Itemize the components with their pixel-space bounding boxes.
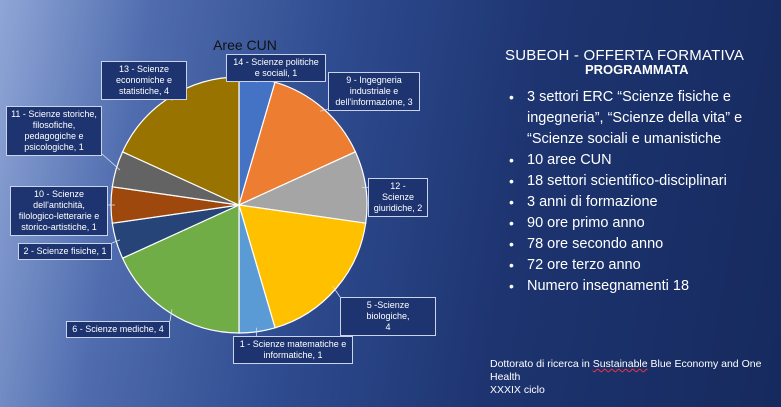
callout-line: 2 - Scienze fisiche, 1	[23, 246, 107, 256]
callout-line: psicologiche, 1	[24, 142, 84, 152]
callout-line: 10 - Scienze	[33, 189, 85, 199]
callout-line: statistiche, 4	[118, 86, 170, 96]
footer-text-c: Blue Economy and One Health	[490, 358, 762, 383]
callout-line: 1 - Scienze matematiche e	[239, 339, 347, 349]
pie-slice	[238, 81, 357, 207]
callout-line: pedagogiche e	[24, 131, 84, 141]
callout-leader-line	[111, 239, 121, 244]
callout-line: filologico-letterarie e	[18, 211, 100, 221]
bullet-text: Numero insegnamenti 18	[527, 278, 690, 294]
callout-line: economiche e	[115, 75, 173, 85]
bullet-text: 72 ore terzo anno	[527, 257, 641, 273]
callout-line: 6 - Scienze mediche, 4	[72, 324, 164, 334]
heading-line1: SUBEOH - OFFERTA FORMATIVA	[505, 47, 745, 64]
callout-leader-line	[169, 309, 173, 322]
pie-callout-label: 11 - Scienze storiche,filosofiche,pedago…	[6, 106, 102, 156]
bullet-dot-icon: •	[509, 194, 514, 210]
bullet-text: 10 aree CUN	[527, 152, 612, 168]
bullet-text: 3 settori ERC “Scienze fisiche e ingegne…	[527, 89, 743, 147]
footer-text-b: Sustainable	[592, 358, 648, 370]
bullet-dot-icon: •	[509, 89, 514, 105]
bullet-item: • 90 ore primo anno	[505, 213, 775, 234]
footer-line1: Dottorato di ricerca in Sustainable Blue…	[490, 358, 775, 384]
bullet-item: • 18 settori scientifico-disciplinari	[505, 171, 775, 192]
footer-note: Dottorato di ricerca in Sustainable Blue…	[490, 358, 775, 397]
bullet-dot-icon: •	[509, 278, 514, 294]
footer-text-a: Dottorato di ricerca in	[490, 358, 593, 370]
bullet-item: • 78 ore secondo anno	[505, 234, 775, 255]
callout-line: 11 - Scienze storiche,	[11, 109, 97, 119]
callout-line: 5 -Scienze biologiche,	[366, 300, 410, 321]
callout-line: informatiche, 1	[263, 350, 323, 360]
bullet-item: • 72 ore terzo anno	[505, 255, 775, 276]
info-panel: SUBEOH - OFFERTA FORMATIVA PROGRAMMATA •…	[505, 47, 775, 297]
bullet-text: 3 anni di formazione	[527, 194, 658, 210]
callout-line: e sociali, 1	[254, 68, 298, 78]
bullet-dot-icon: •	[509, 152, 514, 168]
callout-line: 13 - Scienze	[118, 64, 170, 74]
pie-title: Aree CUN	[213, 37, 277, 53]
heading-line2: PROGRAMMATA	[585, 62, 689, 77]
callout-line: dell'informazione, 3	[335, 97, 413, 107]
bullet-item: • 10 aree CUN	[505, 150, 775, 171]
pie-slice	[121, 204, 240, 334]
callout-line: 9 - Ingegneria	[346, 75, 402, 85]
callout-leader-line	[320, 108, 329, 112]
bullet-dot-icon: •	[509, 173, 514, 189]
bullet-text: 90 ore primo anno	[527, 215, 645, 231]
bullet-item: • 3 anni di formazione	[505, 192, 775, 213]
callout-line: 4	[385, 322, 391, 332]
bullet-text: 78 ore secondo anno	[527, 236, 664, 252]
pie-callout-label: 6 - Scienze mediche, 4	[66, 321, 170, 338]
bullet-list: • 3 settori ERC “Scienze fisiche e ingegn…	[505, 87, 775, 297]
bullet-dot-icon: •	[509, 236, 514, 252]
callout-line: giuridiche, 2	[373, 203, 423, 213]
pie-callout-label: 2 - Scienze fisiche, 1	[18, 243, 112, 260]
bullet-dot-icon: •	[509, 257, 514, 273]
bullet-item: • 3 settori ERC “Scienze fisiche e ingegn…	[505, 87, 775, 150]
footer-line2: XXXIX ciclo	[490, 384, 545, 396]
callout-leader-line	[332, 285, 341, 298]
pie-slice	[238, 204, 367, 329]
callout-line: industriale e	[349, 86, 399, 96]
bullet-dot-icon: •	[509, 215, 514, 231]
callout-line: storico-artistiche, 1	[21, 222, 97, 232]
pie-callout-label: 5 -Scienze biologiche,4	[340, 297, 436, 336]
callout-line: filosofiche,	[32, 120, 76, 130]
callout-line: 14 - Scienze politiche	[233, 57, 319, 67]
bullet-text: 18 settori scientifico-disciplinari	[527, 173, 727, 189]
callout-leader-line	[101, 153, 121, 171]
callout-line: dell'antichità,	[33, 200, 85, 210]
bullet-item: • Numero insegnamenti 18	[505, 276, 775, 297]
callout-line: 12 - Scienze	[381, 181, 415, 202]
